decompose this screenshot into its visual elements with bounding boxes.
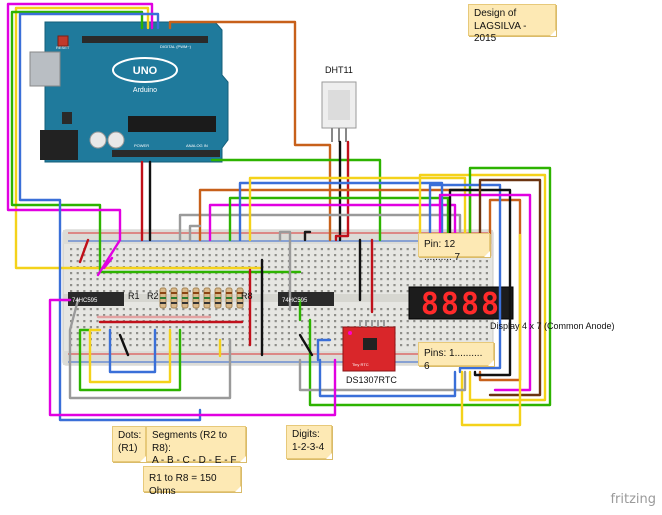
- resistor-array: [159, 287, 244, 309]
- wire: [460, 233, 522, 427]
- r1-label: R1: [128, 291, 140, 301]
- wire: [208, 203, 457, 242]
- wire: [238, 181, 444, 242]
- wire: [278, 230, 292, 312]
- wire: [18, 12, 202, 422]
- wires: [6, 2, 552, 427]
- wire: [438, 193, 532, 392]
- arduino-logo-text: Arduino: [133, 87, 157, 94]
- rtc-label: DS1307RTC: [346, 375, 397, 385]
- dots-note-line-1: Dots:: [118, 430, 142, 441]
- r2-label: R2: [147, 291, 159, 301]
- pin-top-text: Pin: 12 .......... 7: [424, 239, 461, 263]
- wire: [418, 173, 547, 402]
- shift-register-chip-1: [68, 292, 124, 306]
- wire: [118, 333, 130, 357]
- chip1-label: 74HC595: [72, 298, 98, 304]
- wire: [178, 213, 462, 242]
- wire: [108, 328, 157, 374]
- segments-note-line-1: Segments (R2 to R8):: [152, 430, 228, 454]
- uno-logo-text: UNO: [133, 65, 158, 77]
- wire: [78, 238, 90, 264]
- digits-note-line-1: Digits:: [292, 429, 320, 440]
- wire: [6, 2, 154, 277]
- shift-register-chip-2: [278, 292, 334, 306]
- wire: [478, 178, 542, 397]
- wire: [303, 230, 312, 242]
- display-label: Display 4 x 7 (Common Anode): [490, 321, 615, 331]
- rtc-board-label: Tiny RTC: [352, 362, 369, 367]
- wire: [298, 333, 314, 357]
- wire: [298, 358, 467, 392]
- r8-label: R8: [241, 291, 253, 301]
- digits-note-line-2: 1-2-3-4: [292, 441, 325, 453]
- segments-note: Segments (R2 to R8): A - B - C - D - E -…: [146, 426, 246, 479]
- design-note-line-2: LAGSILVA - 2015: [474, 20, 527, 45]
- fritzing-watermark: fritzing: [610, 492, 656, 507]
- dots-note-line-2: (R1): [118, 442, 138, 454]
- wire: [228, 196, 450, 242]
- wire: [210, 158, 382, 242]
- seven-segment-display: [408, 286, 514, 320]
- wire: [428, 183, 502, 374]
- pin-bottom-note: Pins: 1.......... 6: [418, 342, 494, 372]
- wire: [68, 298, 232, 400]
- chip2-label: 74HC595: [282, 298, 308, 304]
- resistors-note: R1 to R8 = 150 Ohms: [143, 466, 241, 497]
- wire: [88, 328, 172, 384]
- dht11-sensor: [321, 81, 357, 142]
- wire: [316, 338, 332, 362]
- wire: [248, 176, 467, 242]
- wire: [188, 224, 202, 242]
- rtc-module: [342, 320, 396, 372]
- arduino-uno-board: [29, 21, 229, 163]
- wire: [78, 328, 182, 392]
- wire: [48, 298, 337, 417]
- dht11-label: DHT11: [325, 65, 353, 75]
- wire: [318, 358, 457, 398]
- digital-label: DIGITAL (PWM~): [160, 44, 192, 49]
- display-digits: 8888: [421, 287, 501, 322]
- dots-note: Dots: (R1): [112, 426, 146, 462]
- reset-label: RESET: [56, 45, 70, 50]
- pin-bottom-text: Pins: 1.......... 6: [424, 348, 483, 372]
- pin-top-note: Pin: 12 .......... 7: [418, 233, 490, 263]
- wire: [448, 188, 512, 377]
- resistors-note-text: R1 to R8 = 150 Ohms: [149, 473, 217, 497]
- analog-label: ANALOG IN: [186, 143, 208, 148]
- design-note-line-1: Design of: [474, 8, 517, 19]
- wire: [102, 256, 114, 270]
- digits-note: Digits: 1-2-3-4: [286, 425, 332, 459]
- design-note: Design of LAGSILVA - 2015: [468, 4, 556, 44]
- display-digit-text: 8888: [421, 287, 501, 322]
- power-label: POWER: [134, 143, 149, 148]
